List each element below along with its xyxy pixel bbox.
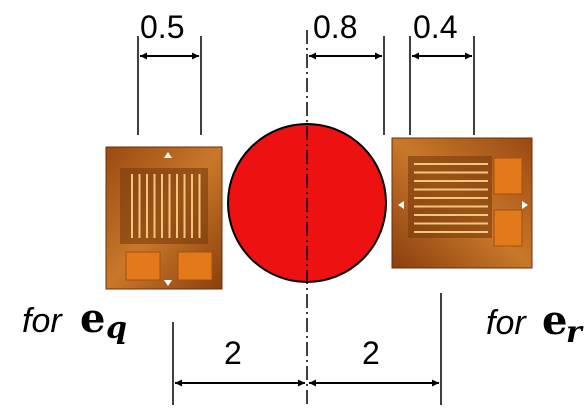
right-label: for e r [486, 297, 584, 350]
right-gauge-pad-a [493, 157, 523, 195]
left-strain-gauge [105, 146, 223, 290]
left-gauge-pad-a [125, 251, 161, 281]
dimension-left-offset: 2 [172, 322, 305, 405]
dimension-left-gauge-width: 0.5 [137, 9, 202, 135]
right-strain-gauge [391, 137, 533, 269]
left-vector-subscript: q [106, 311, 127, 346]
left-label: for e q [22, 295, 127, 346]
left-offset-label: 2 [224, 335, 242, 371]
dimension-right-gauge-width: 0.4 [409, 9, 475, 135]
right-gauge-width-label: 0.4 [413, 9, 457, 45]
right-vector-subscript: r [566, 315, 584, 350]
dimension-right-offset: 2 [309, 293, 442, 405]
dimension-right-gap: 0.8 [309, 9, 385, 135]
left-for-text: for [22, 302, 63, 340]
left-gauge-pad-b [177, 251, 213, 281]
right-gauge-grid [414, 163, 488, 233]
left-vector-symbol: e [80, 295, 105, 342]
left-gauge-grid [131, 174, 201, 238]
right-vector-symbol: e [542, 297, 567, 344]
right-offset-label: 2 [362, 335, 380, 371]
right-gap-label: 0.8 [313, 9, 357, 45]
right-gauge-pad-b [493, 209, 523, 247]
right-for-text: for [486, 304, 527, 342]
left-gauge-width-label: 0.5 [140, 9, 184, 45]
